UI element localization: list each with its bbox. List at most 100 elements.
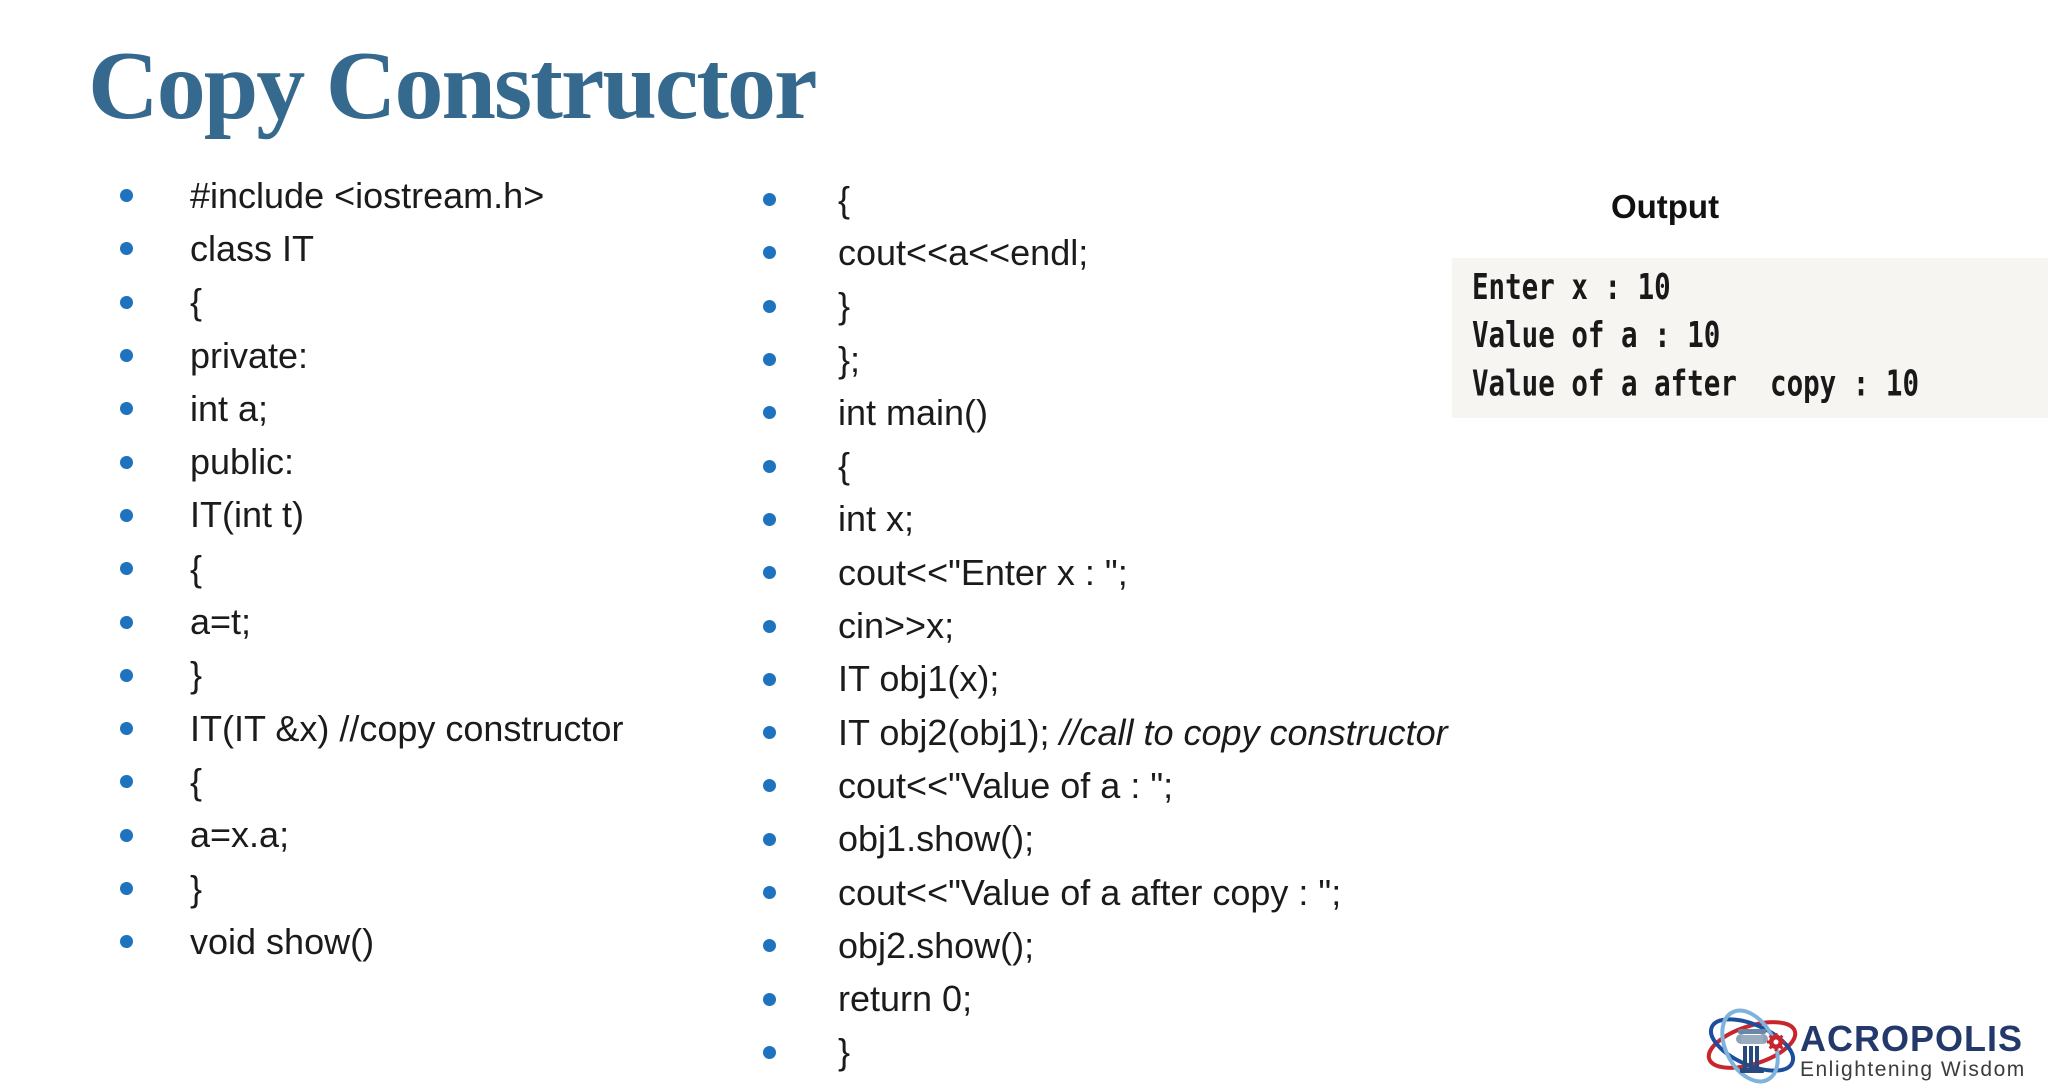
console-line: Value of a : 10 — [1472, 314, 1721, 357]
code-text: cout<<"Enter x : "; — [838, 551, 1128, 593]
code-line: cout<<"Value of a : "; — [763, 759, 1448, 812]
bullet-icon — [763, 886, 776, 899]
code-line: int a; — [120, 382, 623, 435]
code-line: return 0; — [763, 972, 1448, 1025]
code-text: } — [838, 1031, 851, 1073]
bullet-icon — [120, 349, 133, 363]
logo-text: ACROPOLIS — [1800, 1018, 2024, 1059]
bullet-icon — [120, 935, 133, 949]
code-text: return 0; — [838, 978, 973, 1020]
code-text: void show() — [190, 920, 375, 962]
code-text: int a; — [190, 387, 269, 429]
console-line: Enter x : 10 — [1472, 266, 1671, 309]
code-line: } — [763, 1026, 1448, 1079]
code-text: } — [190, 654, 203, 696]
code-line: class IT — [120, 222, 623, 275]
code-text: { — [190, 760, 203, 802]
bullet-icon — [120, 668, 133, 682]
code-text: a=t; — [190, 601, 252, 643]
page-title: Copy Constructor — [88, 32, 817, 140]
code-text: } — [190, 867, 203, 909]
bullet-icon — [120, 615, 133, 629]
bullet-icon — [763, 406, 776, 420]
bullet-icon — [763, 992, 776, 1006]
code-line: } — [763, 280, 1448, 333]
code-column-middle: { cout<<a<<endl;}}; int main() { int x; cout<… — [763, 173, 1448, 1079]
code-text: obj2.show(); — [838, 924, 1035, 966]
code-line: private: — [120, 329, 623, 382]
code-line: void show() — [120, 915, 623, 968]
acropolis-logo: ACROPOLIS Enlightening Wisdom — [1705, 1002, 2045, 1084]
code-text: { — [838, 178, 851, 220]
code-text: IT obj1(x); — [838, 658, 1000, 700]
bullet-icon — [763, 512, 776, 526]
logo-tagline: Enlightening Wisdom — [1800, 1058, 2026, 1081]
bullet-icon — [120, 508, 133, 522]
code-text: public: — [190, 441, 295, 483]
bullet-icon — [763, 193, 776, 207]
console-screenshot-background — [1452, 258, 2048, 418]
logo-orbits-icon — [1706, 1008, 1798, 1084]
bullet-icon — [120, 455, 133, 469]
code-line: int x; — [763, 493, 1448, 546]
gear-icon — [1767, 1033, 1785, 1051]
code-text: IT(IT &x) //copy constructor — [190, 707, 624, 749]
code-text: obj1.show(); — [838, 818, 1035, 860]
code-text: cout<<"Value of a : "; — [838, 764, 1174, 806]
bullet-icon — [120, 882, 133, 895]
code-text: } — [838, 285, 851, 327]
bullet-icon — [763, 779, 776, 793]
code-text: IT(int t) — [190, 494, 304, 536]
code-text: cout<<a<<endl; — [838, 231, 1089, 273]
bullet-icon — [120, 828, 133, 842]
code-line: { — [120, 542, 623, 595]
bullet-icon — [763, 353, 776, 367]
code-text: a=x.a; — [190, 814, 290, 856]
bullet-icon — [763, 726, 776, 740]
bullet-icon — [120, 402, 133, 416]
code-text: private: — [190, 334, 309, 376]
code-text: }; — [838, 338, 861, 380]
output-heading: Output — [1610, 188, 1720, 225]
bullet-icon — [763, 939, 776, 953]
code-line: int main() — [763, 386, 1448, 439]
code-line: IT(IT &x) //copy constructor — [120, 702, 623, 755]
console-line: Value of a after copy : 10 — [1472, 362, 1920, 405]
code-line: cin>>x; — [763, 599, 1448, 652]
code-text: cout<<"Value of a after copy : "; — [838, 871, 1342, 913]
bullet-icon — [763, 832, 776, 846]
code-line: } — [120, 862, 623, 915]
code-text: #include <iostream.h> — [190, 174, 545, 216]
code-comment-italic: //call to copy constructor — [1059, 711, 1448, 753]
code-line: IT obj1(x); — [763, 653, 1448, 706]
code-text: { — [838, 445, 851, 487]
code-text: { — [190, 547, 203, 589]
bullet-icon — [120, 189, 133, 203]
code-text: int main() — [838, 391, 989, 433]
code-column-left: #include <iostream.h> class IT { private: in… — [120, 169, 623, 968]
bullet-icon — [763, 566, 776, 580]
code-line: } — [120, 649, 623, 702]
code-line: IT obj2(obj1); //call to copy constructo… — [763, 706, 1448, 759]
code-text: int x; — [838, 498, 915, 540]
bullet-icon — [120, 562, 133, 576]
code-line: }; — [763, 333, 1448, 386]
bullet-icon — [120, 242, 133, 256]
code-text: { — [190, 281, 203, 323]
bullet-icon — [120, 295, 133, 309]
bullet-icon — [763, 299, 776, 313]
bullet-icon — [763, 1045, 776, 1059]
code-line: #include <iostream.h> — [120, 169, 623, 222]
code-line: { — [763, 173, 1448, 226]
bullet-icon — [763, 246, 776, 260]
pillar-icon — [1736, 1029, 1768, 1073]
bullet-icon — [763, 459, 776, 473]
code-line: cout<<"Enter x : "; — [763, 546, 1448, 599]
code-line: cout<<a<<endl; — [763, 226, 1448, 279]
code-line: obj1.show(); — [763, 813, 1448, 866]
console-output: Enter x : 10 Value of a : 10 Value of a af… — [1472, 264, 1919, 408]
code-line: cout<<"Value of a after copy : "; — [763, 866, 1448, 919]
code-text: class IT — [190, 227, 315, 269]
code-line: { — [763, 439, 1448, 492]
bullet-icon — [763, 619, 776, 633]
